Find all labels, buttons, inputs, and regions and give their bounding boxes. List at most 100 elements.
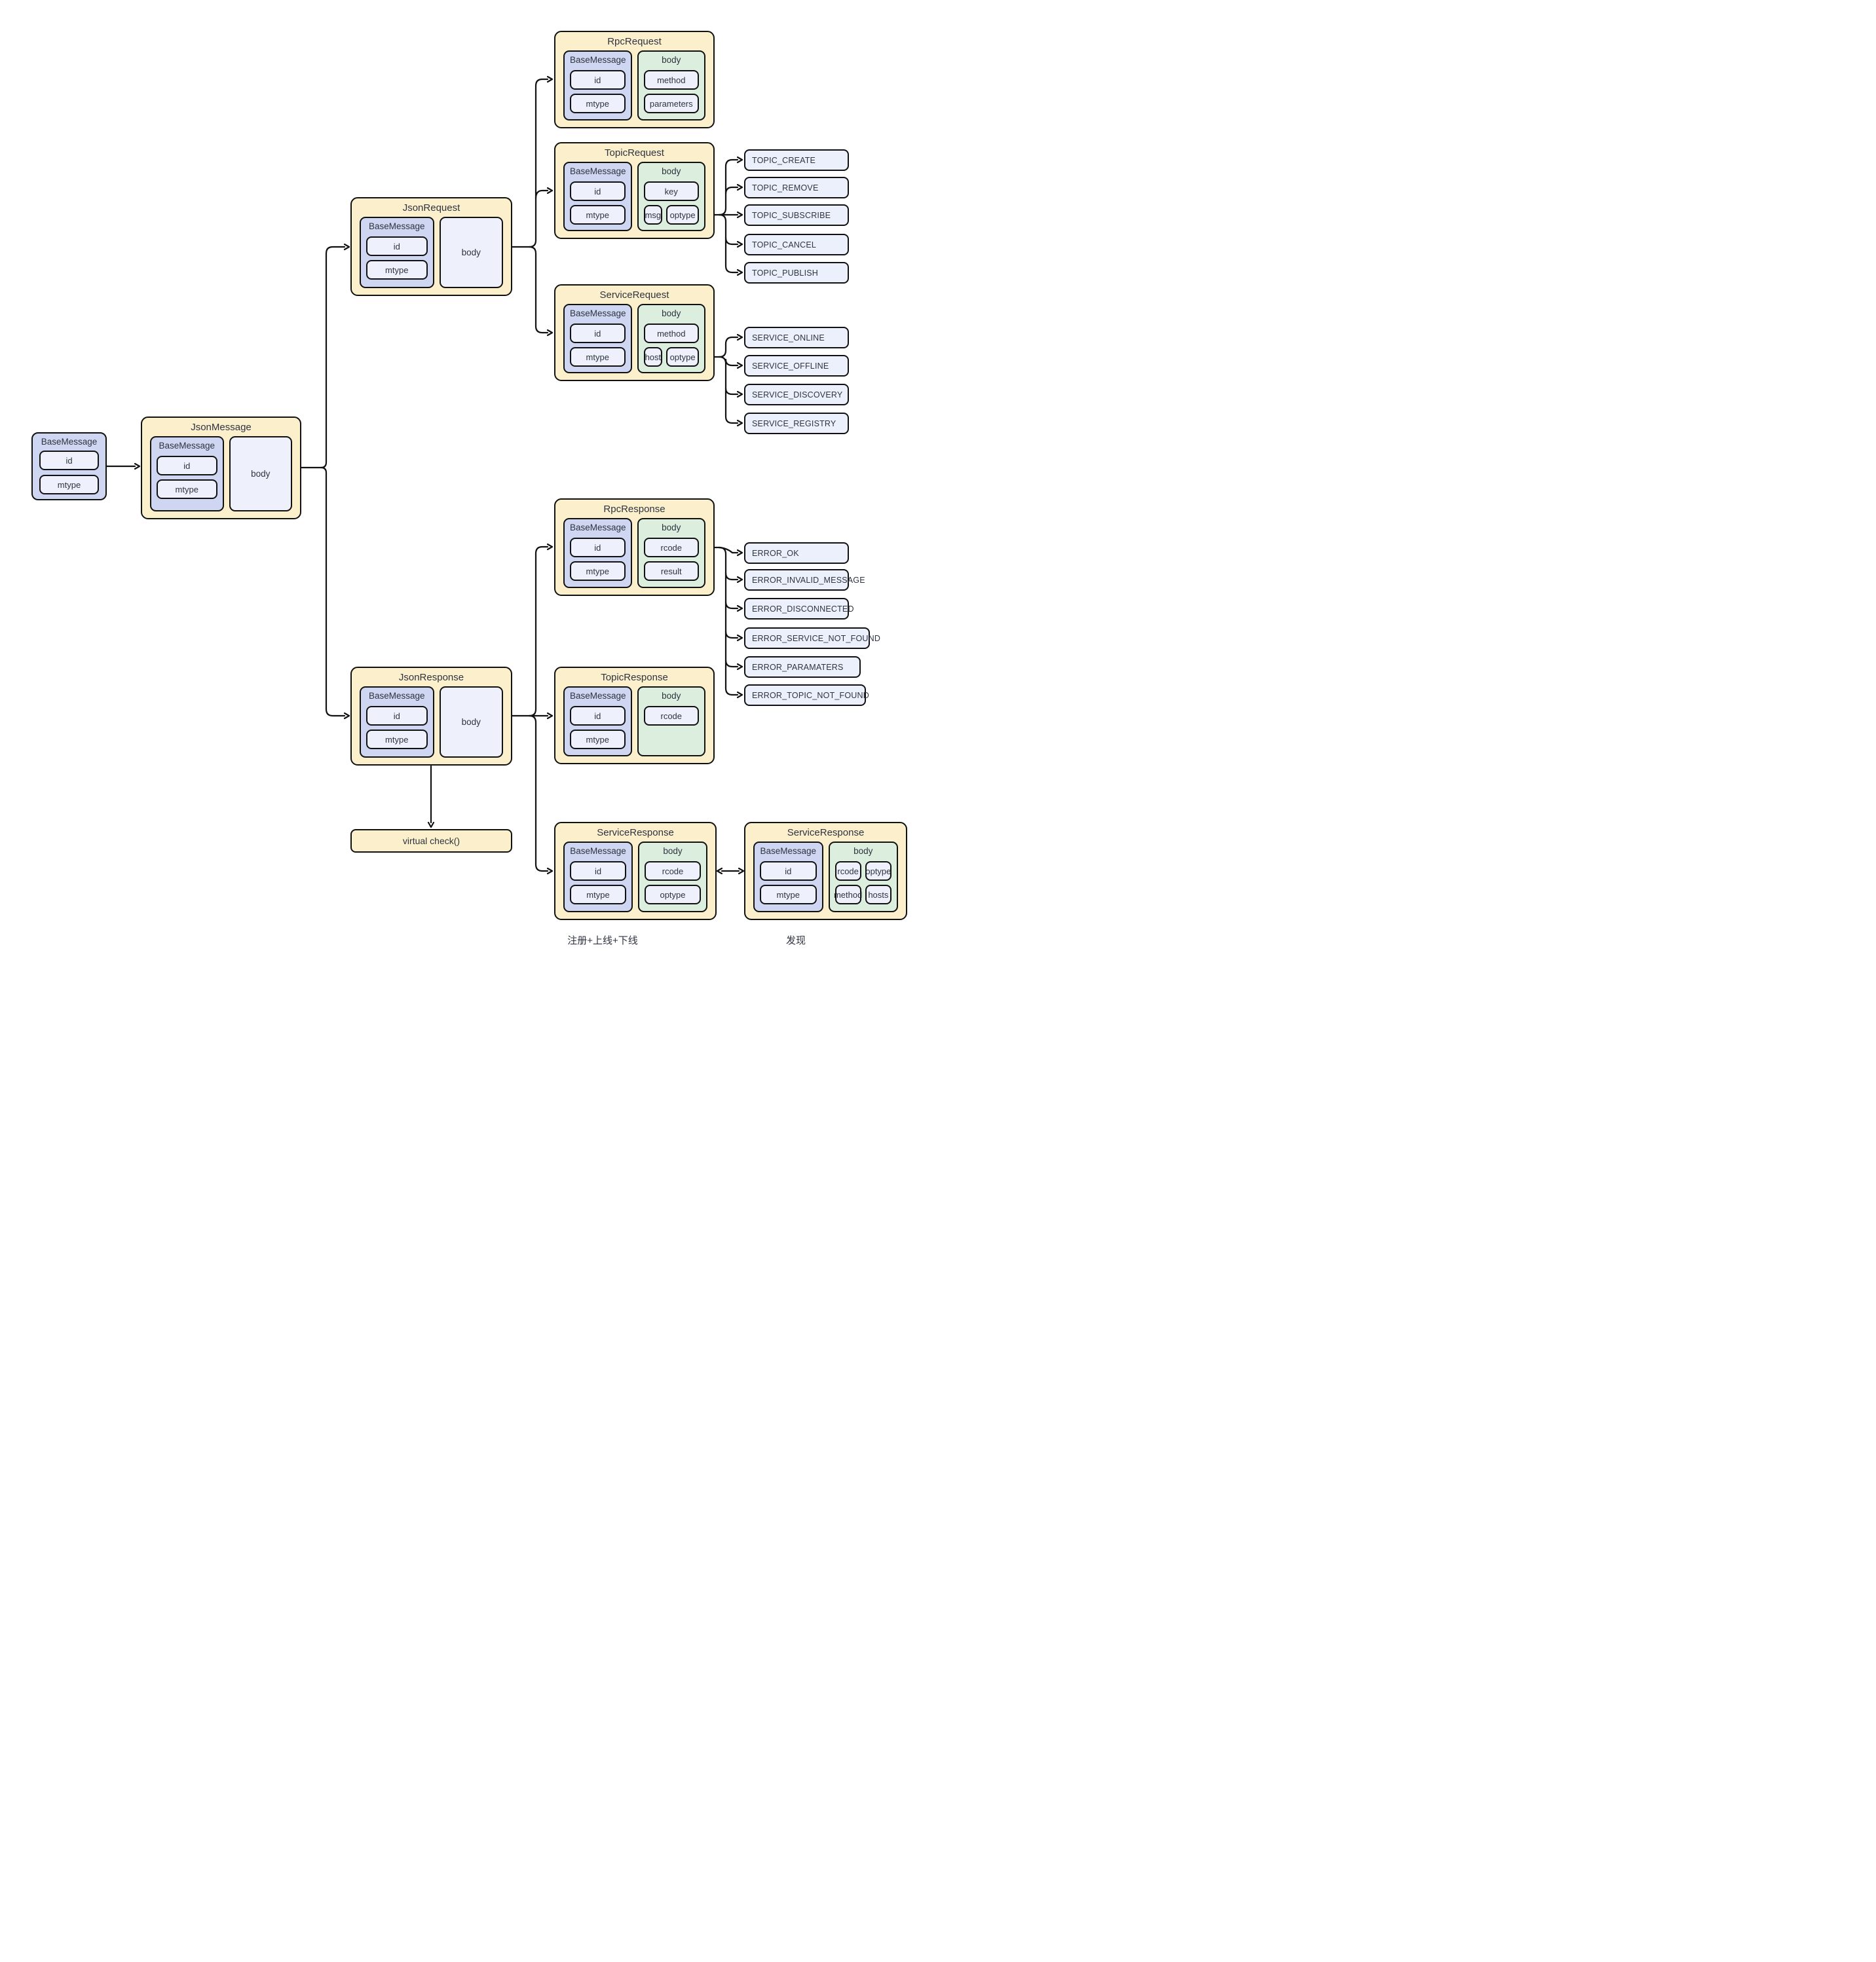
class-title: JsonResponse [398,672,464,683]
basemessage-section: BaseMessage id mtype [563,842,633,912]
basemessage-section: BaseMessage id mtype [563,162,632,231]
connector-topic-cancel [724,236,738,244]
section-title: body [662,308,681,318]
section-title: body [663,846,683,856]
body-section: body [439,217,503,288]
enum-error-ok: ERROR_OK [744,542,849,564]
connector-jsonrequest-rpcrequest [528,79,548,248]
field-method: method [834,885,862,904]
class-title: ServiceResponse [787,827,865,838]
field-id: id [570,324,626,343]
basemessage-section: BaseMessage id mtype [360,686,434,758]
section-title: body [662,166,681,176]
section-title: BaseMessage [368,691,425,701]
field-mtype: mtype [366,260,428,280]
field-optype: optype [666,347,699,367]
field-mtype: mtype [570,885,626,904]
enum-service-discovery: SERVICE_DISCOVERY [744,384,849,405]
section-title: BaseMessage [570,308,626,318]
connector-trunk-jsonrequest [320,247,345,469]
field-mtype: mtype [366,730,428,749]
class-box-serviceresponse: ServiceResponse BaseMessage id mtype bod… [554,822,717,920]
connector-jsonrequest-servicerequest [528,246,548,333]
enum-error-invalid-message: ERROR_INVALID_MESSAGE [744,569,865,591]
class-title: JsonRequest [402,202,460,213]
field-method: method [643,70,699,90]
section-title: BaseMessage [570,55,626,65]
enum-service-offline: SERVICE_OFFLINE [744,355,849,377]
caption-discovery: 发现 [785,935,806,946]
class-box-jsonmessage: JsonMessage BaseMessage id mtype body [141,416,301,519]
section-title: body [662,523,681,532]
class-title: RpcRequest [607,36,662,47]
section-title: body [854,846,873,856]
enum-topic-publish: TOPIC_PUBLISH [744,262,849,284]
section-title: BaseMessage [159,441,216,451]
field-parameters: parameters [643,94,699,113]
class-title: ServiceResponse [597,827,674,838]
enum-topic-subscribe: TOPIC_SUBSCRIBE [744,204,849,226]
enum-topic-create: TOPIC_CREATE [744,149,849,171]
field-optype: optype [645,885,701,904]
class-box-topicresponse: TopicResponse BaseMessage id mtype body … [554,667,715,764]
field-rcode: rcode [643,538,699,557]
field-msg: msg [643,205,663,225]
class-box-topicrequest: TopicRequest BaseMessage id mtype body k… [554,142,715,239]
body-section: body rcode [637,686,705,756]
class-title: JsonMessage [191,422,252,433]
enum-error-disconnected: ERROR_DISCONNECTED [744,598,854,620]
field-mtype: mtype [570,347,626,367]
basemessage-section: BaseMessage id mtype [563,304,632,373]
field-method: method [643,324,699,343]
basemessage-section: BaseMessage id mtype [563,518,632,588]
section-title: body [662,691,681,701]
connector-service-offline [724,358,738,365]
caption-register-online-offline: 注册+上线+下线 [567,935,638,946]
field-id: id [570,70,626,90]
field-mtype: mtype [39,475,99,494]
field-id: id [366,706,428,726]
class-title: TopicResponse [601,672,668,683]
field-optype: optype [666,205,699,225]
field-id: id [570,538,626,557]
field-key: key [643,181,699,201]
enum-topic-remove: TOPIC_REMOVE [744,177,849,198]
connector-jsonrequest-topicrequest [535,191,548,200]
enum-error-topic-not-found: ERROR_TOPIC_NOT_FOUND [744,684,869,706]
section-title: BaseMessage [570,523,626,532]
enum-service-online: SERVICE_ONLINE [744,327,849,348]
class-title: TopicRequest [605,147,664,158]
basemessage-section: BaseMessage id mtype [753,842,823,912]
connector-jsonresponse-serviceresponse [528,714,548,871]
enum-topic-cancel: TOPIC_CANCEL [744,234,849,255]
connector-service-registry [718,356,738,423]
connector-service-online [718,337,738,358]
field-id: id [157,456,217,475]
class-box-jsonrequest: JsonRequest BaseMessage id mtype body [350,197,512,296]
body-section: body method host optype [637,304,705,373]
connector-error-ok [718,546,738,553]
field-mtype: mtype [570,730,626,749]
section-title: body [662,55,681,65]
class-box-rpcrequest: RpcRequest BaseMessage id mtype body met… [554,31,715,128]
connector-topic-remove [724,187,738,195]
field-id: id [570,181,626,201]
class-title: BaseMessage [41,437,98,447]
field-rcode: rcode [835,861,861,881]
enum-error-service-not-found: ERROR_SERVICE_NOT_FOUND [744,627,880,649]
section-title: BaseMessage [760,846,817,856]
field-rcode: rcode [645,861,701,881]
connector-jsonresponse-rpcresponse [528,547,548,717]
field-rcode: rcode [643,706,699,726]
connector-error-invalid-message [724,572,738,580]
field-result: result [643,561,699,581]
class-box-rpcresponse: RpcResponse BaseMessage id mtype body rc… [554,498,715,596]
section-title: BaseMessage [570,846,626,856]
field-mtype: mtype [760,885,817,904]
field-mtype: mtype [570,205,626,225]
field-id: id [39,451,99,470]
enum-service-registry: SERVICE_REGISTRY [744,413,849,434]
field-id: id [760,861,817,881]
class-box-serviceresponse-detail: ServiceResponse BaseMessage id mtype bod… [744,822,907,920]
body-section: body rcode optype method hosts [828,842,898,912]
